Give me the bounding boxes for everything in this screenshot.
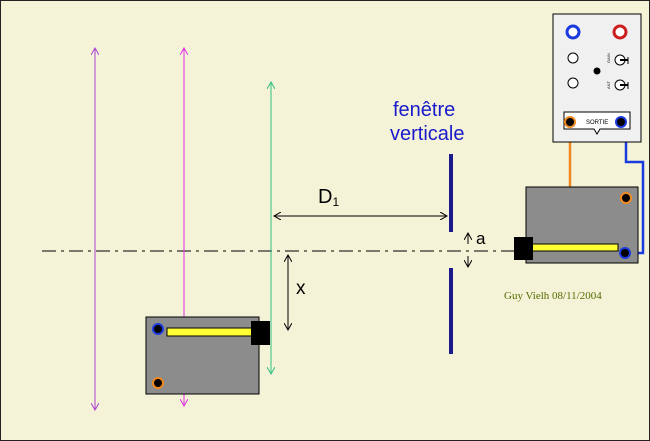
output-orange-socket[interactable] [564,116,576,128]
control-device: GAIN ANT SORTIE [552,13,642,143]
left-sensor [145,316,270,395]
switch-label-2: ANT [606,80,611,89]
output-label: SORTIE [586,120,608,126]
toggle-switch-2[interactable] [614,79,629,91]
offset-label: x [296,278,306,299]
slit-label: a [476,229,486,248]
indicator-dot [593,67,601,75]
window-title-line1: fenêtre [393,99,455,121]
switch-label-1: GAIN [606,53,611,63]
blue-socket[interactable] [565,24,581,40]
output-panel [563,111,631,135]
left-sensor-orange-terminal [152,377,164,389]
left-sensor-strip [166,327,254,337]
left-sensor-blue-terminal [152,323,164,335]
right-sensor-strip [531,243,619,252]
credit-text: Guy Vielh 08/11/2004 [504,290,602,302]
output-blue-socket[interactable] [615,116,627,128]
right-sensor-cap [514,237,533,260]
right-sensor [514,186,639,264]
socket-small-1[interactable] [567,52,579,64]
distance-subscript: 1 [332,195,339,209]
distance-label: D1 [318,186,339,209]
right-sensor-orange-terminal [620,192,632,204]
window-title-line2: verticale [390,123,464,145]
toggle-switch-1[interactable] [614,54,629,66]
right-sensor-blue-terminal [619,247,631,259]
left-sensor-cap [251,321,270,345]
socket-small-2[interactable] [567,77,579,89]
red-socket[interactable] [612,24,628,40]
